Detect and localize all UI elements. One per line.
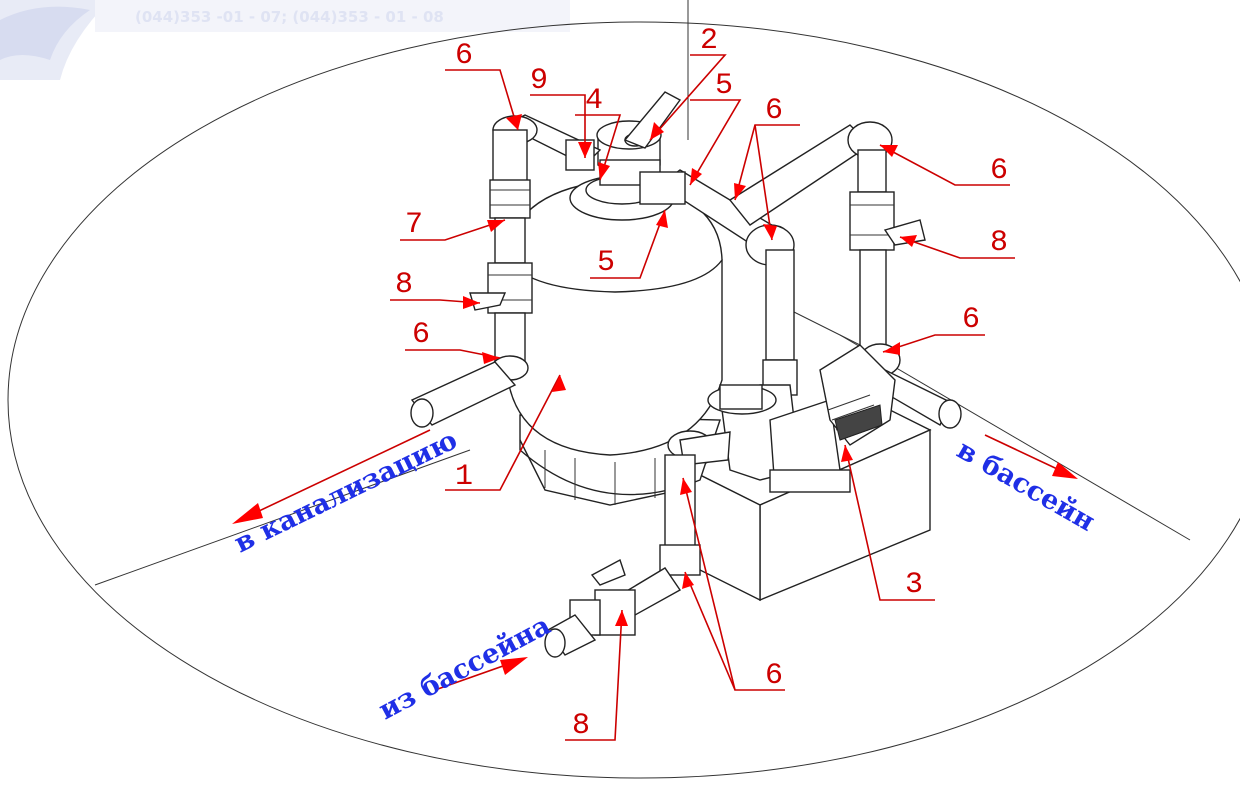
logo-watermark: (044)353 -01 - 07; (044)353 - 01 - 08 [0, 0, 570, 80]
part-label-2: 2 [700, 24, 718, 58]
part-label-6-top-middle: 6 [765, 94, 783, 128]
part-label-6-top-left: 6 [455, 39, 473, 73]
part-label-6-bottom: 6 [765, 659, 783, 693]
floor-axes [94, 0, 1191, 586]
part-label-6-top-right: 6 [990, 154, 1008, 188]
header-phone-text: (044)353 -01 - 07; (044)353 - 01 - 08 [135, 8, 444, 26]
pipe-from-pool [544, 430, 731, 658]
part-label-4: 4 [585, 84, 603, 118]
multiport-valve [596, 91, 682, 186]
part-label-6-right: 6 [962, 303, 980, 337]
pipe-to-sewer [410, 361, 517, 428]
part-label-3: 3 [905, 568, 923, 602]
filter-tank [507, 175, 723, 506]
flow-label-to-pool: в бассейн [952, 434, 1100, 538]
flow-arrows [232, 429, 1078, 691]
part-label-1: 1 [455, 460, 473, 494]
part-label-5-upper: 5 [715, 69, 733, 103]
flow-label-to-sewer: в канализацию [229, 425, 462, 560]
part-label-8-bottom: 8 [572, 709, 590, 743]
flow-label-from-pool: из бассейна [374, 610, 556, 726]
part-label-9: 9 [530, 64, 548, 98]
part-label-8-left: 8 [395, 268, 413, 302]
part-label-6-left: 6 [412, 318, 430, 352]
part-label-8-right: 8 [990, 226, 1008, 260]
floor-ellipse [7, 21, 1240, 779]
pump [707, 344, 896, 493]
part-label-7: 7 [405, 208, 423, 242]
part-label-5-lower: 5 [597, 246, 615, 280]
leader-arrowheads [463, 114, 917, 626]
part-number-labels: 1 2 3 4 5 5 6 6 6 6 6 6 7 8 8 8 9 [395, 24, 1008, 743]
